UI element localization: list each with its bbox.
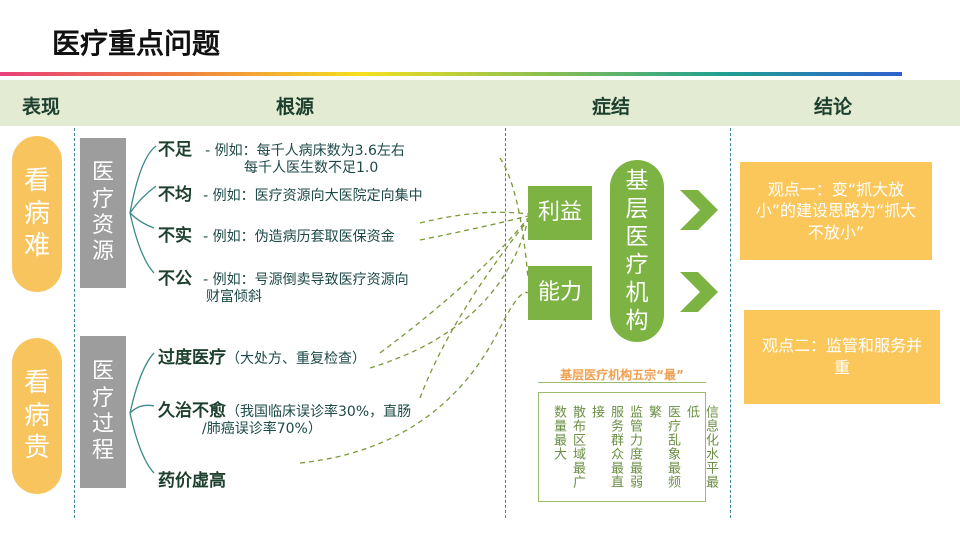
five-most-box: 数量最大 散布区域最广 服务群众最直接 监管力度最弱 医疗乱象最频繁 信息化水平…: [538, 392, 718, 502]
conclusion-1: 观点一：变“抓大放小”的建设思路为“抓大不放小”: [740, 162, 932, 260]
five-most-item: 监管力度最弱: [627, 405, 642, 489]
five-most-title: 基层医疗机构五宗“最”: [560, 368, 684, 382]
crux-ability: 能力: [528, 266, 592, 320]
process-item-overtreatment: 过度医疗（大处方、重复检查）: [158, 348, 366, 368]
page-title: 医疗重点问题: [52, 27, 221, 60]
five-most-underline: [538, 382, 706, 383]
five-most-item: 信息化水平最低: [684, 405, 718, 489]
five-most-item: 服务群众最直接: [589, 405, 623, 489]
header-conclusion: 结论: [814, 96, 853, 118]
resource-item-uneven: 不均 - 例如：医疗资源向大医院定向集中: [158, 185, 423, 205]
resource-item-false: 不实 - 例如：伪造病历套取医保资金: [158, 226, 395, 246]
chevron-right-icon: [680, 190, 718, 312]
conclusion-2: 观点二：监管和服务并重: [744, 310, 940, 404]
five-most-item: 散布区域最广: [570, 405, 585, 489]
symptom-expensive: 看病贵: [12, 338, 62, 494]
connector-lines: [129, 145, 529, 474]
crux-grassroots-institutions: 基层医疗机构: [610, 160, 664, 342]
header-source: 根源: [276, 96, 315, 118]
rainbow-divider: [0, 72, 902, 76]
process-item-high-drug-price: 药价虚高: [158, 471, 226, 491]
header-band: [0, 80, 960, 126]
column-divider: [730, 128, 731, 518]
column-divider: [74, 128, 75, 518]
resource-item-unfair: 不公 - 例如：号源倒卖导致医疗资源向 财富倾斜: [158, 269, 409, 305]
source-process: 医疗过程: [80, 336, 126, 488]
five-most-item: 数量最大: [551, 405, 566, 461]
header-symptom: 表现: [22, 96, 61, 118]
source-resources: 医疗资源: [80, 138, 126, 288]
resource-item-insufficient: 不足 - 例如：每千人病床数为3.6左右 每千人医生数不足1.0: [158, 140, 405, 176]
process-item-uncured: 久治不愈（我国临床误诊率30%，直肠 /肺癌误诊率70%）: [158, 401, 412, 437]
crux-interest: 利益: [528, 186, 592, 240]
five-most-item: 医疗乱象最频繁: [646, 405, 680, 489]
header-crux: 症结: [592, 96, 631, 118]
symptom-hard: 看病难: [12, 136, 62, 292]
column-divider: [505, 128, 506, 518]
